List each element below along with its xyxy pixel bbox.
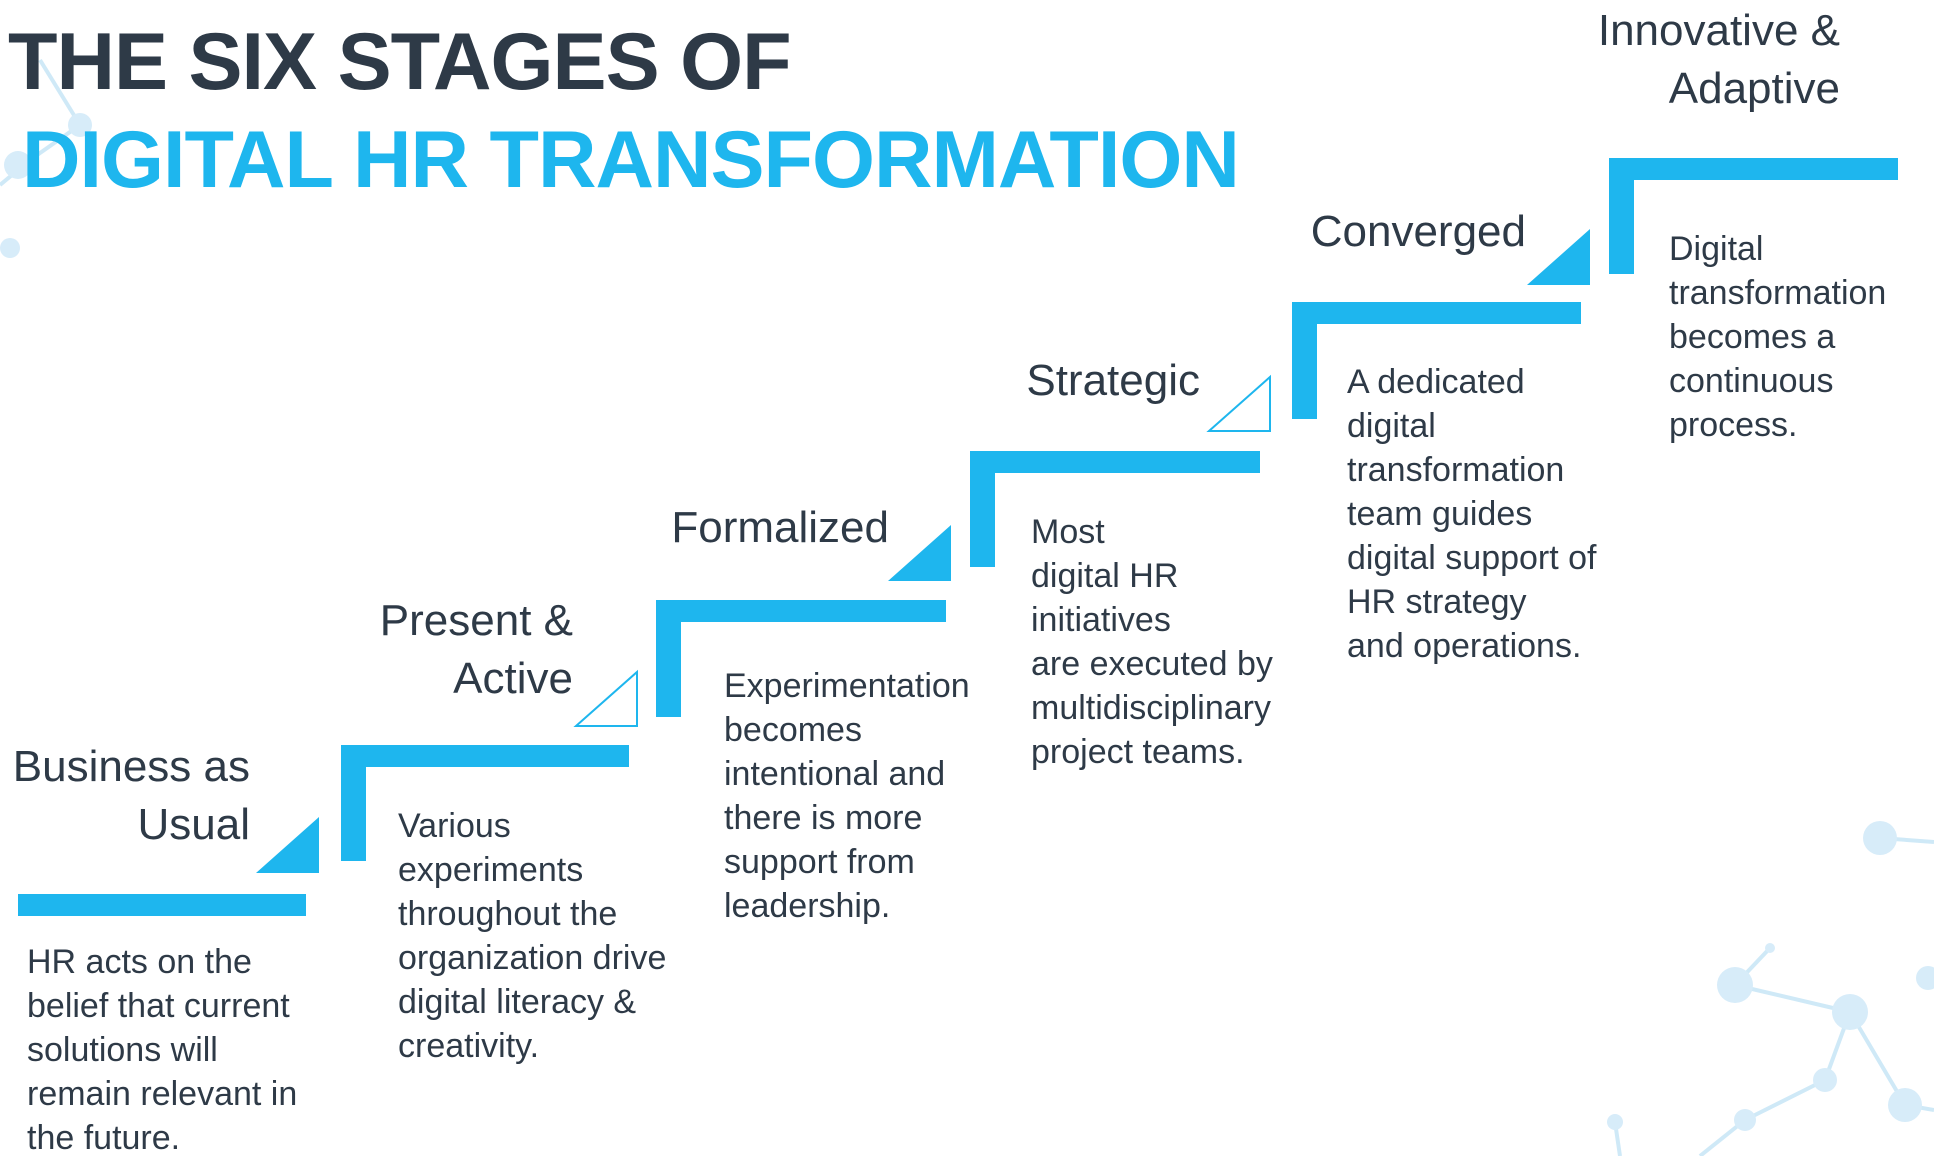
stage-5-description-line: team guides bbox=[1347, 495, 1533, 533]
stage-6-description-line: transformation bbox=[1669, 274, 1887, 312]
title-line-1: THE SIX STAGES OF bbox=[8, 17, 792, 107]
stage-4-step-riser bbox=[970, 451, 995, 567]
stage-6-title-line: Adaptive bbox=[1668, 64, 1840, 113]
stage-4-description-line: Most bbox=[1031, 513, 1105, 551]
stage-5-description-line: digital bbox=[1347, 407, 1436, 445]
stage-1-description-line: HR acts on the bbox=[27, 943, 252, 981]
stage-1-description-line: solutions will bbox=[27, 1031, 218, 1069]
stage-1-description-line: the future. bbox=[27, 1119, 181, 1157]
stage-4-description-line: are executed by bbox=[1031, 645, 1273, 683]
stage-2-description-line: Various bbox=[398, 807, 511, 845]
title-line-2: DIGITAL HR TRANSFORMATION bbox=[22, 115, 1240, 205]
stage-4-step-tread bbox=[970, 451, 1260, 473]
stage-3-description-line: becomes bbox=[724, 711, 862, 749]
stage-5-title: Converged bbox=[1311, 203, 1526, 261]
stage-2-step-riser bbox=[341, 745, 366, 861]
stage-4-triangle-outline bbox=[1206, 374, 1271, 432]
stage-6-description-line: Digital bbox=[1669, 230, 1764, 268]
stage-2-description-line: experiments bbox=[398, 851, 584, 889]
stage-5-description-line: transformation bbox=[1347, 451, 1565, 489]
stage-3-description-line: intentional and bbox=[724, 755, 946, 793]
stage-5-step-riser bbox=[1292, 302, 1317, 419]
stage-2-title: Present & Active bbox=[380, 592, 573, 708]
stage-5-title-line: Converged bbox=[1310, 207, 1526, 256]
stage-5-description-line: digital support of bbox=[1347, 539, 1597, 577]
stage-5-triangle-accent bbox=[1527, 229, 1590, 285]
stage-4-title: Strategic bbox=[1026, 352, 1200, 410]
stage-6-title: Innovative & Adaptive bbox=[1598, 2, 1840, 118]
stage-4-title-line: Strategic bbox=[1026, 356, 1200, 405]
stage-5-description: A dedicated digital transformation team … bbox=[1347, 360, 1597, 668]
stage-3-triangle-accent bbox=[888, 525, 951, 581]
stage-1-title: Business as Usual bbox=[13, 738, 250, 854]
stage-2-title-line: Present & bbox=[379, 596, 573, 645]
stage-6-step-riser bbox=[1609, 158, 1634, 274]
stage-6-description: Digital transformation becomes a continu… bbox=[1669, 227, 1886, 447]
stage-5-description-line: HR strategy bbox=[1347, 583, 1527, 621]
stage-3-description-line: leadership. bbox=[724, 887, 891, 925]
stage-2-description-line: creativity. bbox=[398, 1027, 540, 1065]
stage-3-title-line: Formalized bbox=[671, 503, 889, 552]
stage-3-description: Experimentation becomes intentional and … bbox=[724, 664, 970, 928]
stage-3-step-tread bbox=[656, 600, 946, 622]
stage-1-step-tread bbox=[18, 894, 306, 916]
stage-6-step-tread bbox=[1609, 158, 1898, 180]
stage-1-title-line: Usual bbox=[137, 800, 251, 849]
stage-2-description-line: digital literacy & bbox=[398, 983, 637, 1021]
stage-6-description-line: becomes a bbox=[1669, 318, 1836, 356]
stage-2-description-line: throughout the bbox=[398, 895, 618, 933]
stage-2-title-line: Active bbox=[453, 654, 573, 703]
stage-1-description: HR acts on the belief that current solut… bbox=[27, 940, 297, 1160]
stage-5-step-tread bbox=[1292, 302, 1581, 324]
stage-4-description: Most digital HR initiatives are executed… bbox=[1031, 510, 1273, 774]
stage-2-description-line: organization drive bbox=[398, 939, 667, 977]
stage-2-step-tread bbox=[341, 745, 629, 767]
stage-5-description-line: A dedicated bbox=[1347, 363, 1525, 401]
stage-6-description-line: continuous bbox=[1669, 362, 1834, 400]
stage-3-description-line: there is more bbox=[724, 799, 923, 837]
stage-1-description-line: belief that current bbox=[27, 987, 290, 1025]
stage-1-description-line: remain relevant in bbox=[27, 1075, 298, 1113]
stage-6-description-line: process. bbox=[1669, 406, 1798, 444]
stage-2-triangle-outline bbox=[573, 669, 638, 727]
stage-1-title-line: Business as bbox=[12, 742, 250, 791]
stage-5-description-line: and operations. bbox=[1347, 627, 1582, 665]
stage-2-description: Various experiments throughout the organ… bbox=[398, 804, 666, 1068]
stage-4-description-line: initiatives bbox=[1031, 601, 1171, 639]
stage-3-step-riser bbox=[656, 600, 681, 717]
stage-3-description-line: support from bbox=[724, 843, 915, 881]
stage-1-triangle-accent bbox=[256, 817, 319, 873]
stage-4-description-line: digital HR bbox=[1031, 557, 1179, 595]
stage-4-description-line: project teams. bbox=[1031, 733, 1245, 771]
stage-4-description-line: multidisciplinary bbox=[1031, 689, 1271, 727]
stage-3-title: Formalized bbox=[671, 499, 889, 557]
stage-3-description-line: Experimentation bbox=[724, 667, 970, 705]
stage-6-title-line: Innovative & bbox=[1597, 6, 1840, 55]
